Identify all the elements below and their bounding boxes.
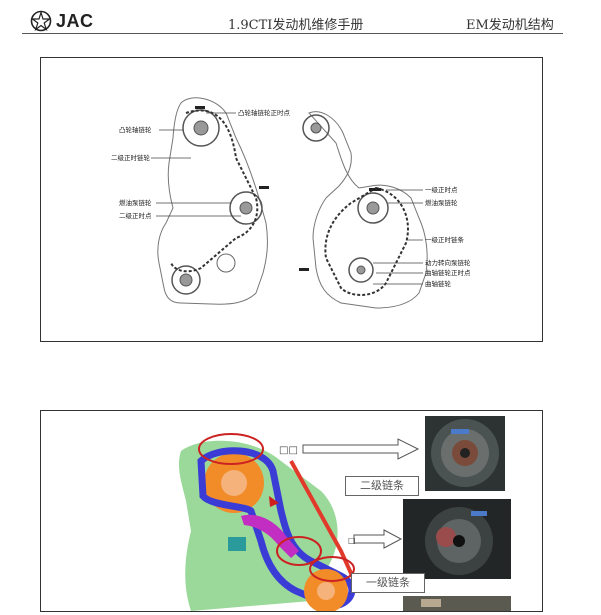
orange-sprocket-hub bbox=[221, 470, 247, 496]
right-chain bbox=[324, 186, 409, 296]
arrow-marker-mid: □ bbox=[348, 536, 356, 545]
label-oil-pump-sprocket: 燃油泵链轮 bbox=[119, 198, 152, 207]
teal-bracket bbox=[228, 537, 246, 551]
arrow-marker-top: □□ bbox=[279, 445, 298, 456]
photo-secondary-chain bbox=[425, 416, 505, 491]
chain-photo-figure: □□ □ 二级链条 一级链条 bbox=[40, 410, 543, 613]
header-divider bbox=[22, 33, 563, 34]
label-crank-sprocket: 曲轴链轮 bbox=[425, 279, 452, 288]
timing-diagram-figure: 凸轮轴链轮正时点 凸轮轴链轮 二级正时链轮 燃油泵链轮 二级正时点 一级正时点 … bbox=[40, 57, 543, 342]
arrow-mid bbox=[353, 529, 403, 549]
arrow-top bbox=[302, 438, 420, 460]
label-cam-sprocket: 凸轮轴链轮 bbox=[119, 125, 152, 134]
highlight-ellipse-low bbox=[309, 556, 355, 582]
label-primary-timing-mark: 一级正时点 bbox=[425, 185, 458, 194]
left-cam-sprocket bbox=[182, 109, 220, 147]
label-pto-sprocket: 动力转向泵链轮 bbox=[425, 258, 471, 267]
label-oil-pump-sprocket-right: 燃油泵链轮 bbox=[425, 198, 458, 207]
highlight-ellipse-mid bbox=[276, 536, 322, 566]
section-title: EM发动机结构 bbox=[466, 18, 554, 33]
red-marker bbox=[269, 496, 279, 507]
logo-text: JAC bbox=[56, 10, 94, 31]
jac-logo: JAC bbox=[30, 10, 94, 32]
highlight-ellipse-top bbox=[198, 433, 264, 465]
magenta-guide bbox=[241, 514, 299, 558]
label-crank-timing-mark: 曲轴链轮正时点 bbox=[425, 268, 471, 277]
label-cam-timing-mark: 凸轮轴链轮正时点 bbox=[238, 108, 291, 117]
right-pto-sprocket bbox=[348, 257, 374, 283]
left-idler-sprocket bbox=[216, 253, 236, 273]
left-housing-outline bbox=[157, 97, 268, 305]
right-cam-sprocket bbox=[302, 114, 330, 142]
right-housing-outline bbox=[308, 111, 428, 309]
label-secondary-guide: 二级正时链轮 bbox=[111, 153, 151, 162]
photo-lower bbox=[403, 596, 511, 611]
blue-secondary-chain bbox=[197, 447, 356, 610]
left-crank-sprocket bbox=[171, 265, 201, 295]
jac-emblem-icon bbox=[30, 10, 52, 32]
caption-secondary-chain: 二级链条 bbox=[345, 476, 419, 496]
right-pump-sprocket bbox=[357, 192, 389, 224]
chain-color-diagram: □□ □ bbox=[178, 416, 511, 613]
label-primary-chain: 一级正时链条 bbox=[425, 235, 465, 244]
left-secondary-sprocket bbox=[229, 191, 263, 225]
manual-title: 1.9CTI发动机维修手册 bbox=[228, 18, 364, 33]
page-header: JAC 1.9CTI发动机维修手册 EM发动机结构 bbox=[0, 0, 601, 40]
caption-primary-chain: 一级链条 bbox=[351, 573, 425, 593]
photo-primary-chain bbox=[403, 499, 511, 579]
label-secondary-timing-mark: 二级正时点 bbox=[119, 211, 152, 220]
red-primary-chain bbox=[289, 460, 361, 592]
timing-diagram: 凸轮轴链轮正时点 凸轮轴链轮 二级正时链轮 燃油泵链轮 二级正时点 一级正时点 … bbox=[111, 97, 471, 309]
